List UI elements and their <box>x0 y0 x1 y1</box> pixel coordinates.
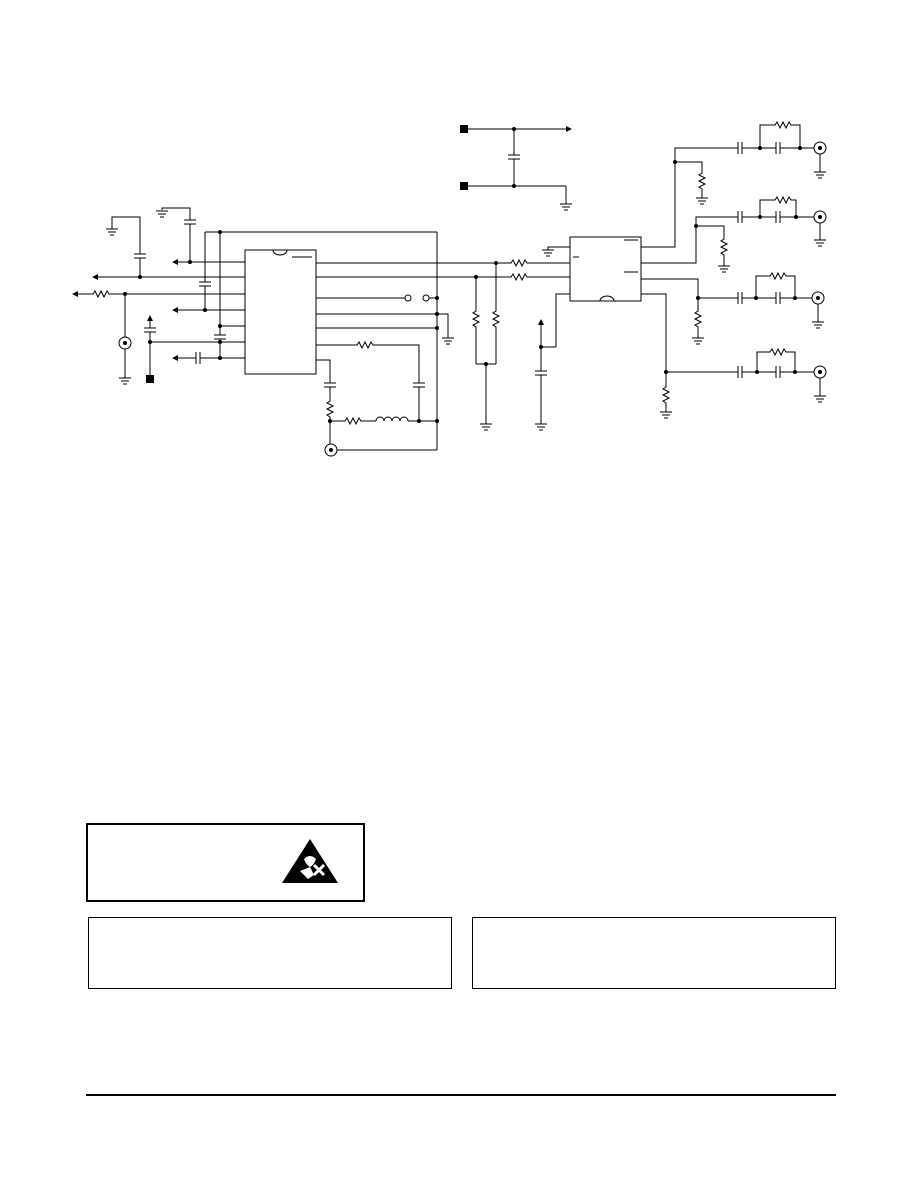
info-box-right <box>472 917 836 989</box>
esd-caution-box <box>86 823 365 902</box>
power-input-section <box>460 125 573 211</box>
esd-warning-triangle-icon <box>282 839 338 883</box>
output-channel-4 <box>641 293 827 419</box>
output-channel-3 <box>641 272 825 345</box>
ic-right <box>534 236 642 431</box>
footer-divider <box>86 1094 836 1096</box>
output-channel-2 <box>641 196 827 273</box>
bias-network <box>472 259 570 431</box>
ic-left <box>244 249 317 375</box>
output-channel-1 <box>641 121 827 248</box>
circuit-schematic <box>72 121 827 457</box>
ic-left-outputs <box>316 232 508 457</box>
left-wiring <box>72 207 437 385</box>
info-box-left <box>88 917 452 989</box>
